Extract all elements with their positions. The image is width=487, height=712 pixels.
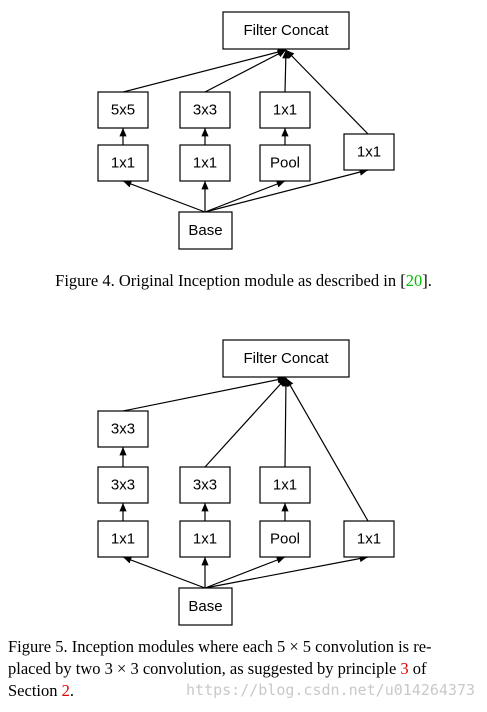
edge xyxy=(282,377,290,468)
edge xyxy=(122,48,287,93)
node-label: 3x3 xyxy=(193,477,217,494)
node-label: 1x1 xyxy=(111,155,135,172)
node-label: Pool xyxy=(270,531,300,548)
figure-4-caption: Figure 4. Original Inception module as d… xyxy=(0,270,487,292)
edge xyxy=(204,168,369,213)
figure-4 xyxy=(97,11,395,250)
edge xyxy=(282,49,290,93)
filter-concat-box xyxy=(222,11,350,50)
node-label: 1x1 xyxy=(357,531,381,548)
conv-1x1-box xyxy=(179,144,231,182)
conv-1x1-box xyxy=(259,466,311,504)
node-label: 1x1 xyxy=(357,144,381,161)
pool-box xyxy=(259,144,311,182)
edge xyxy=(204,556,286,589)
node-label: Filter Concat xyxy=(243,350,329,367)
conv-1x1-box xyxy=(179,520,231,558)
node-label: Pool xyxy=(270,155,300,172)
base-box xyxy=(178,587,233,626)
caption-text: of xyxy=(408,659,427,678)
conv-5x5-box xyxy=(97,91,149,129)
conv-3x3-box xyxy=(97,410,149,448)
figure-5 xyxy=(97,339,395,626)
caption-line: Figure 5. Inception modules where each 5… xyxy=(8,637,432,656)
caption-text: . xyxy=(69,681,74,700)
watermark: https://blog.csdn.net/u014264373 xyxy=(186,681,475,699)
base-box xyxy=(178,211,233,250)
caption-text: placed by two 3 × 3 convolution, as sugg… xyxy=(8,659,401,678)
edge xyxy=(122,556,206,589)
node-label: 3x3 xyxy=(111,477,135,494)
node-label: Filter Concat xyxy=(243,22,329,39)
node-label: 1x1 xyxy=(273,477,297,494)
edge xyxy=(285,49,369,135)
edge xyxy=(122,180,206,213)
caption-line: Section 2. xyxy=(8,680,480,702)
node-label: 3x3 xyxy=(111,421,135,438)
filter-concat-box xyxy=(222,339,350,378)
principle-link[interactable]: 3 xyxy=(400,659,409,678)
section-link[interactable]: 2 xyxy=(61,681,70,700)
pool-box xyxy=(259,520,311,558)
figure-5-caption: Figure 5. Inception modules where each 5… xyxy=(8,636,480,702)
edge xyxy=(204,377,287,468)
conv-1x1-box xyxy=(343,133,395,171)
edge xyxy=(204,555,369,589)
edge xyxy=(204,49,287,93)
conv-3x3-box xyxy=(97,466,149,504)
caption-text: Section xyxy=(8,681,62,700)
caption-text: Figure 4. Original Inception module as d… xyxy=(55,271,406,290)
edge xyxy=(122,376,287,412)
node-label: 5x5 xyxy=(111,102,135,119)
node-label: 3x3 xyxy=(193,102,217,119)
caption-line: placed by two 3 × 3 convolution, as sugg… xyxy=(8,658,480,680)
node-label: 1x1 xyxy=(273,102,297,119)
node-label: 1x1 xyxy=(193,155,217,172)
conv-1x1-box xyxy=(259,91,311,129)
node-label: Base xyxy=(188,598,222,615)
conv-3x3-box xyxy=(179,466,231,504)
citation-link[interactable]: 20 xyxy=(405,271,423,290)
edge xyxy=(285,377,369,522)
conv-1x1-box xyxy=(343,520,395,558)
conv-3x3-box xyxy=(179,91,231,129)
conv-1x1-box xyxy=(97,144,149,182)
caption-text: ]. xyxy=(422,271,432,290)
edge xyxy=(204,180,286,213)
conv-1x1-box xyxy=(97,520,149,558)
node-label: 1x1 xyxy=(111,531,135,548)
node-label: 1x1 xyxy=(193,531,217,548)
node-label: Base xyxy=(188,222,222,239)
